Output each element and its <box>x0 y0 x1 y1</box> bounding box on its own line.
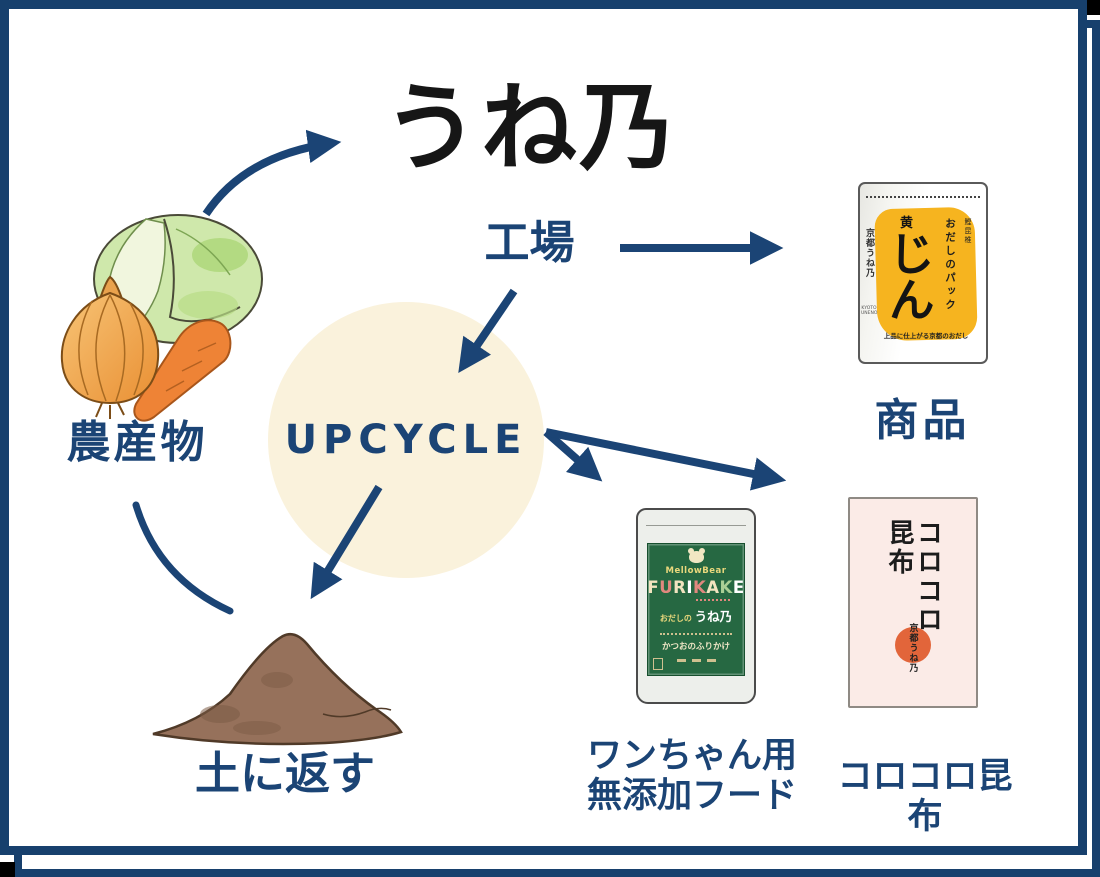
upcycle-label: UPCYCLE <box>284 417 528 463</box>
pouch-zip-line <box>646 525 746 526</box>
kombu-caption: コロコロ昆布 <box>837 757 1013 838</box>
dashi-pack-type: おだしのパック <box>944 218 956 313</box>
produce-label: 農産物 <box>66 417 208 468</box>
dots-decoration <box>696 599 730 601</box>
products-label: 商品 <box>874 395 971 446</box>
brand-logo: うね乃 <box>383 72 677 184</box>
upcycle-circle: UPCYCLE <box>268 302 544 578</box>
dotted-separator <box>660 633 732 635</box>
footer-marks-decoration <box>676 659 716 662</box>
dog-food-label-line2: 無添加フード <box>586 776 797 817</box>
kombu-seal: 京都うね乃 <box>907 623 918 673</box>
sun-circle-icon <box>895 627 931 663</box>
soil-label: 土に返す <box>194 747 375 800</box>
pouch-zip-line <box>866 196 980 198</box>
furikake-pack-product: MellowBear FURIKAKE おだしの うね乃 かつおのふりかけ <box>636 508 756 704</box>
corner-accent-bottom-left <box>0 862 15 877</box>
furikake-description: かつおのふりかけ <box>661 642 730 652</box>
kombu-title-wrap: コロコロ昆布 <box>850 519 976 641</box>
factory-label: 工場 <box>484 216 575 269</box>
kombu-title: コロコロ昆布 <box>884 519 943 635</box>
furikake-brand: MellowBear <box>665 566 727 576</box>
dashi-maker-roman: KYOTO UNENO <box>861 306 878 317</box>
dashi-name-calligraphy: じん <box>881 230 936 322</box>
furikake-sub-brand: うね乃 <box>694 609 733 624</box>
dashi-ingredients: 鰹昆椎 <box>964 218 972 245</box>
dog-food-label-line1: ワンちゃん用 <box>586 736 797 776</box>
furikake-subtitle: おだしの うね乃 <box>660 606 732 625</box>
bear-icon <box>687 548 705 563</box>
dashi-pack-product: 黄 じん おだしのパック 鰹昆椎 上品に仕上がる京都のおだし 京都うね乃 KYO… <box>858 182 988 364</box>
dog-food-label: ワンちゃん用 無添加フード <box>576 736 808 817</box>
dashi-maker-seal: 京都うね乃 <box>864 228 874 278</box>
furikake-sub-prefix: おだしの <box>659 614 692 623</box>
kombu-pack-product: コロコロ昆布 京都うね乃 <box>848 497 978 708</box>
corner-accent-top-right <box>1087 0 1100 15</box>
furikake-title: FURIKAKE <box>647 578 745 597</box>
dashi-tagline: 上品に仕上がる京都のおだし <box>883 332 969 340</box>
stamp-icon <box>653 658 663 670</box>
furikake-green-label: MellowBear FURIKAKE おだしの うね乃 かつおのふりかけ <box>647 543 745 676</box>
dashi-prefix-char: 黄 <box>900 216 914 231</box>
